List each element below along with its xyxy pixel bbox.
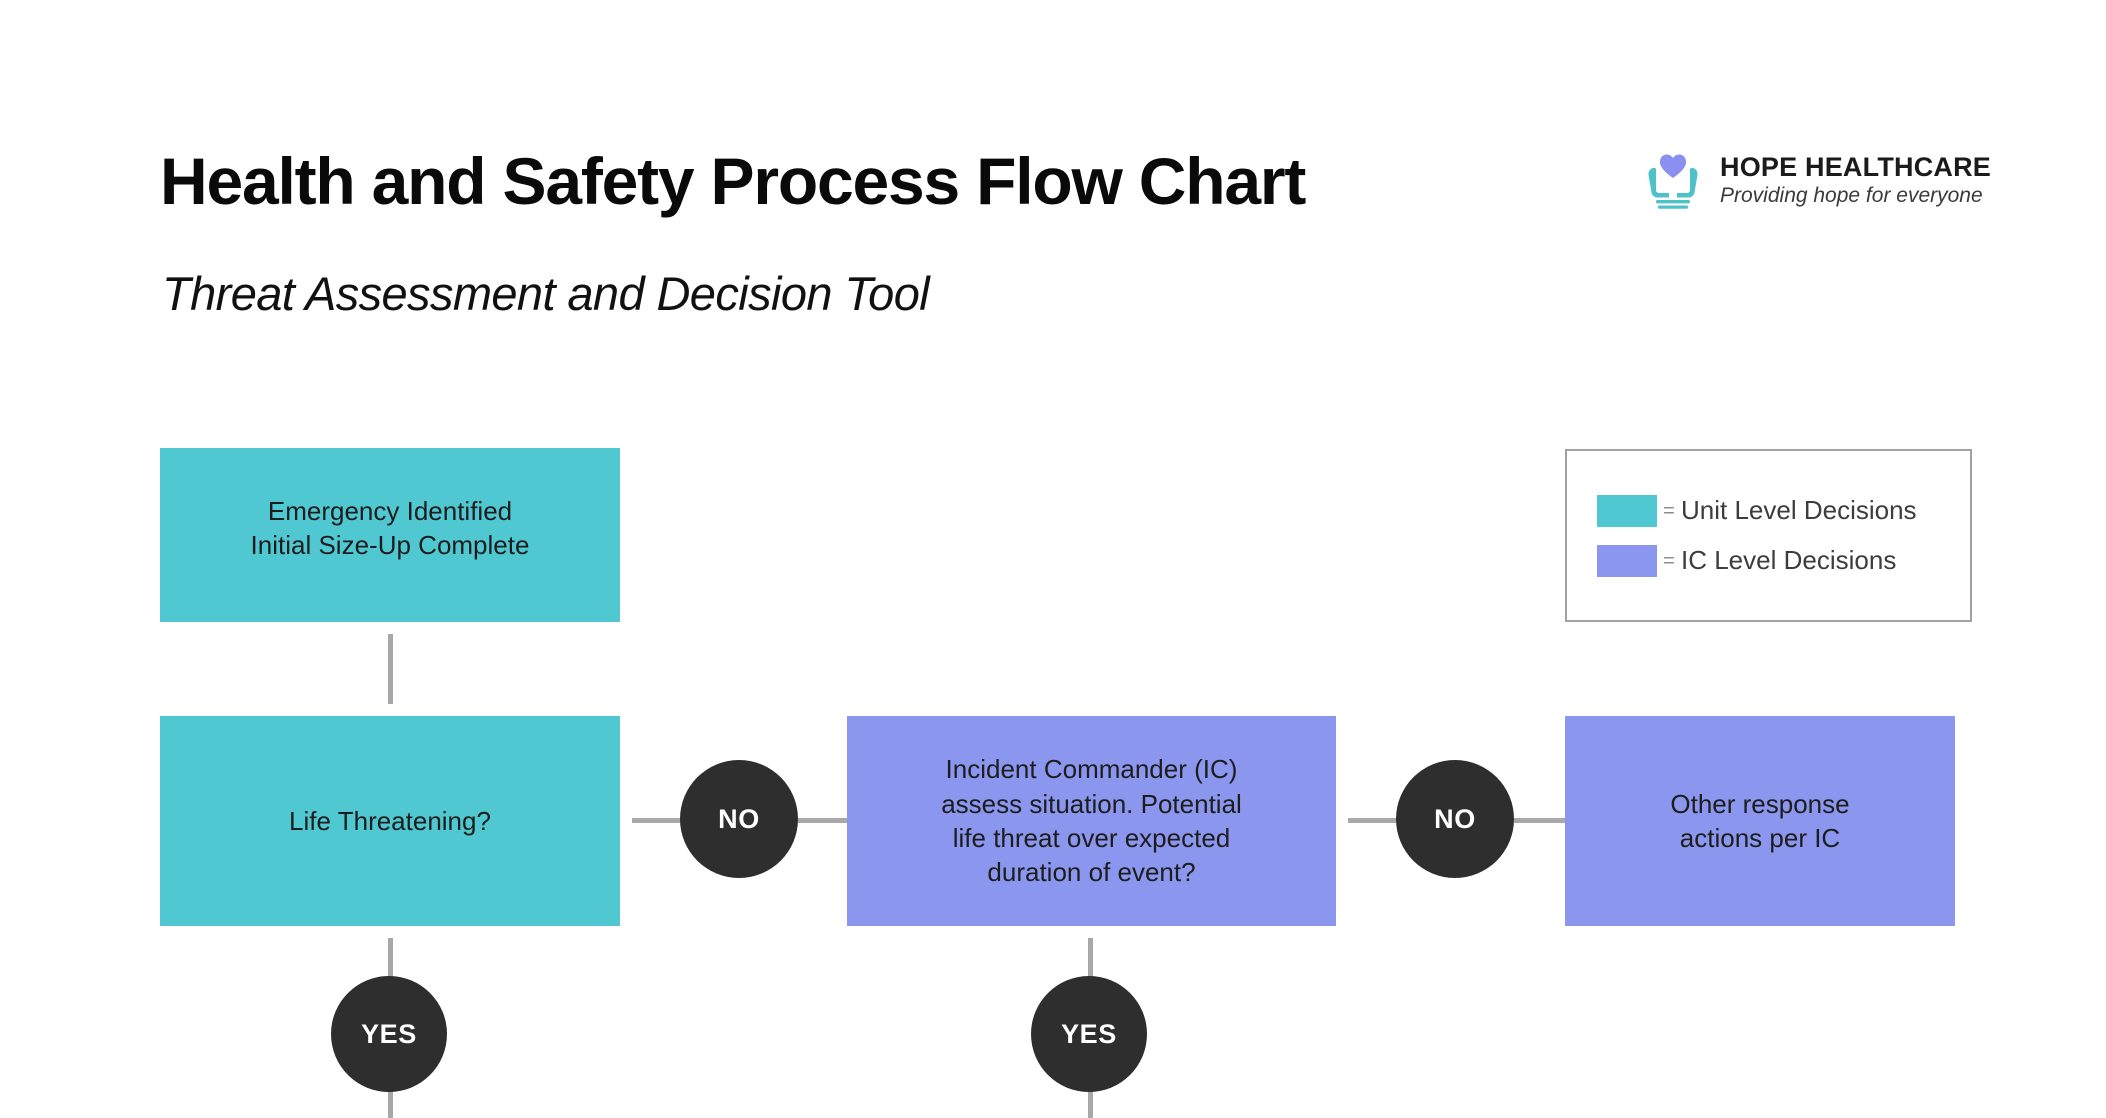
connector-life-threatening-to-yes	[388, 938, 393, 980]
brand-name: HOPE HEALTHCARE	[1720, 152, 1992, 183]
brand-logo-text: HOPE HEALTHCARE Providing hope for every…	[1720, 152, 1991, 209]
node-emergency-line-1: Emergency Identified	[267, 496, 513, 526]
node-other-response-line-1: Other response	[1670, 788, 1850, 819]
legend-separator-unit-level: =	[1663, 499, 1675, 522]
heart-in-hands-icon	[1648, 154, 1698, 209]
connector-no-1-to-ic-assess	[798, 818, 848, 823]
legend-label-ic-level: IC Level Decisions	[1681, 545, 1897, 575]
legend: = Unit Level Decisions = IC Level Decisi…	[1565, 449, 1972, 622]
node-other-response-line-2: actions per IC	[1679, 823, 1841, 853]
page-title: Health and Safety Process Flow Chart	[160, 144, 1306, 218]
legend-separator-ic-level: =	[1663, 549, 1675, 572]
badge-no-2[interactable]: NO	[1396, 760, 1514, 878]
badge-yes-2[interactable]: YES	[1031, 976, 1147, 1092]
node-ic-assess-line-2: assess situation. Potential	[941, 788, 1242, 819]
legend-swatch-ic-level	[1597, 544, 1657, 577]
connector-ic-assess-to-yes	[1088, 938, 1093, 980]
node-life-threatening[interactable]: Life Threatening?	[160, 716, 620, 926]
badge-yes-1[interactable]: YES	[331, 976, 447, 1092]
brand-logo: HOPE HEALTHCARE Providing hope for every…	[1640, 148, 1991, 214]
node-life-threatening-line-1: Life Threatening?	[289, 805, 491, 836]
legend-swatch-unit-level	[1597, 494, 1657, 527]
connector-life-threatening-to-no-1	[632, 818, 682, 823]
legend-item-unit-level: = Unit Level Decisions	[1597, 494, 1970, 527]
connector-emergency-to-life-threatening	[388, 634, 393, 704]
node-emergency-identified-text: Emergency Identified Initial Size-Up Com…	[176, 494, 604, 563]
legend-item-ic-level: = IC Level Decisions	[1597, 544, 1970, 577]
badge-no-1[interactable]: NO	[680, 760, 798, 878]
connector-no-2-to-other-response	[1514, 818, 1566, 823]
page-subtitle: Threat Assessment and Decision Tool	[162, 267, 930, 320]
node-ic-assess-situation-text: Incident Commander (IC) assess situation…	[863, 752, 1320, 889]
node-other-response-actions[interactable]: Other response actions per IC	[1565, 716, 1955, 926]
connector-ic-assess-to-no-2	[1348, 818, 1398, 823]
node-ic-assess-line-4: duration of event?	[987, 857, 1196, 888]
node-life-threatening-text: Life Threatening?	[176, 804, 604, 838]
node-ic-assess-situation[interactable]: Incident Commander (IC) assess situation…	[847, 716, 1336, 926]
node-other-response-actions-text: Other response actions per IC	[1581, 787, 1939, 856]
legend-label-unit-level: Unit Level Decisions	[1681, 495, 1917, 525]
node-emergency-line-2: Initial Size-Up Complete	[250, 530, 530, 561]
brand-tagline: Providing hope for everyone	[1720, 184, 1983, 208]
node-ic-assess-line-3: life threat over expected	[952, 823, 1231, 853]
node-emergency-identified[interactable]: Emergency Identified Initial Size-Up Com…	[160, 448, 620, 622]
node-ic-assess-line-1: Incident Commander (IC)	[945, 754, 1238, 785]
